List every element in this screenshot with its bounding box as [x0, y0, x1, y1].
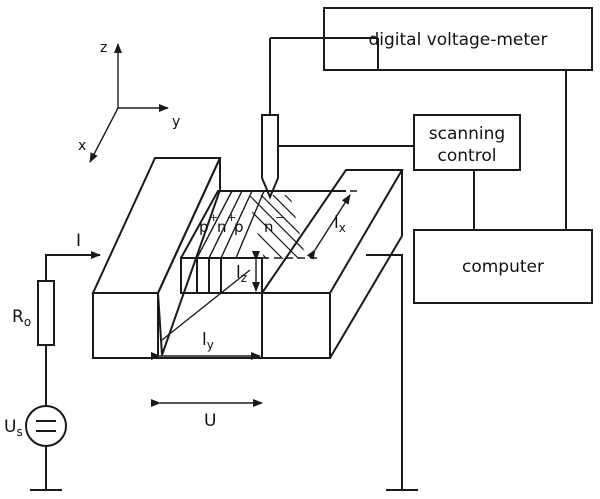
z-axis-label: z [100, 40, 107, 56]
computer-label: computer [462, 257, 544, 277]
current-wire [45, 254, 100, 281]
n-minus-superscript: − [275, 211, 284, 224]
source-label: Us [4, 417, 23, 439]
dimension-lx: lx [306, 194, 351, 260]
scanning-control-box: scanning control [413, 114, 521, 171]
semiconductor-sample [91, 157, 404, 359]
n-plus-superscript: + [227, 211, 236, 224]
control-label: control [438, 146, 497, 166]
ly-label: ly [202, 330, 214, 352]
voltage-source-us [25, 405, 67, 447]
p-plus-layer-label: p [199, 218, 209, 236]
lz-label: lz [236, 263, 247, 285]
right-contact-wire [366, 254, 403, 490]
computer-box: computer [413, 229, 593, 304]
p-plus-superscript: + [209, 211, 218, 224]
current-i-label: I [76, 231, 81, 251]
resistor-ro [37, 280, 55, 346]
voltmeter-label: digital voltage-meter [368, 30, 547, 50]
probe-tip [261, 37, 414, 200]
doping-layer-labels: p + n + p n − [199, 211, 284, 236]
n-plus-layer-label: n [217, 218, 227, 236]
lx-label: lx [334, 213, 346, 235]
n-minus-layer-label: n [264, 218, 274, 236]
scanning-label: scanning [429, 124, 505, 144]
potential-u-indicator: U [151, 399, 263, 431]
current-supply-circuit: I Ro Us [4, 231, 101, 491]
p-layer-label: p [234, 218, 244, 236]
right-ground-circuit [366, 254, 418, 491]
potential-u-label: U [204, 411, 216, 431]
x-axis-label: x [78, 138, 86, 154]
y-axis-label: y [172, 114, 180, 130]
dimension-lz: lz [236, 251, 260, 292]
dimension-ly: ly [151, 330, 261, 360]
resistor-label: Ro [12, 307, 31, 329]
x-axis-arrow [89, 107, 119, 163]
coordinate-axes: z y x [78, 40, 180, 163]
